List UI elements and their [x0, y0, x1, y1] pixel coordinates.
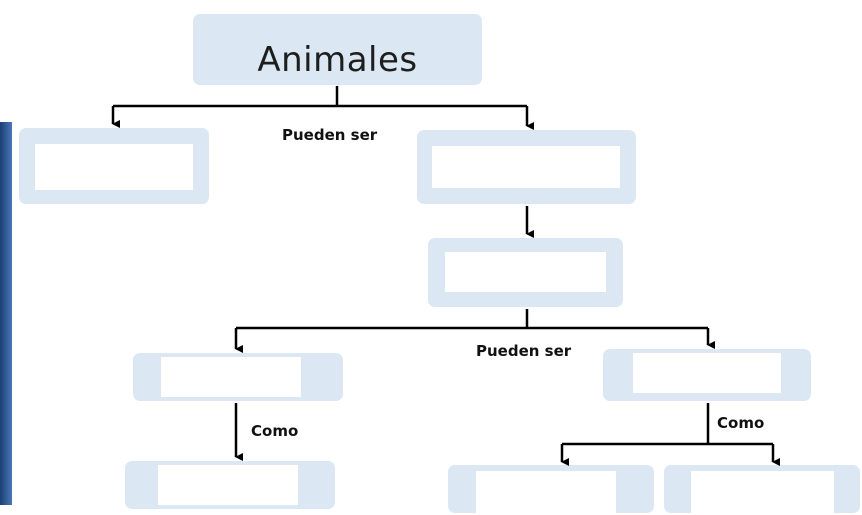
- box-left-level3-blank: [161, 357, 301, 397]
- box-left-level1[interactable]: [19, 128, 209, 204]
- box-right-level1[interactable]: [417, 130, 636, 204]
- title-text: Animales: [257, 40, 418, 80]
- box-center-level2-blank: [445, 252, 606, 292]
- box-left-level4[interactable]: [125, 461, 335, 509]
- box-bottom-center[interactable]: [448, 465, 654, 513]
- box-right-level1-blank: [432, 146, 620, 188]
- box-bottom-right[interactable]: [664, 465, 860, 513]
- label-como-left: Como: [251, 422, 299, 440]
- label-pueden-ser-mid: Pueden ser: [476, 342, 572, 360]
- box-bottom-right-blank: [691, 471, 834, 513]
- label-pueden-ser-top: Pueden ser: [282, 126, 378, 144]
- box-right-level3-blank: [633, 353, 781, 393]
- left-edge-strip: [0, 122, 12, 505]
- box-left-level4-blank: [158, 465, 298, 505]
- box-left-level3[interactable]: [133, 353, 343, 401]
- box-center-level2[interactable]: [428, 238, 623, 307]
- label-como-right: Como: [717, 414, 765, 432]
- box-right-level3[interactable]: [603, 349, 811, 401]
- box-left-level1-blank: [35, 144, 193, 190]
- box-bottom-center-blank: [476, 471, 616, 513]
- title-box: Animales: [193, 14, 482, 85]
